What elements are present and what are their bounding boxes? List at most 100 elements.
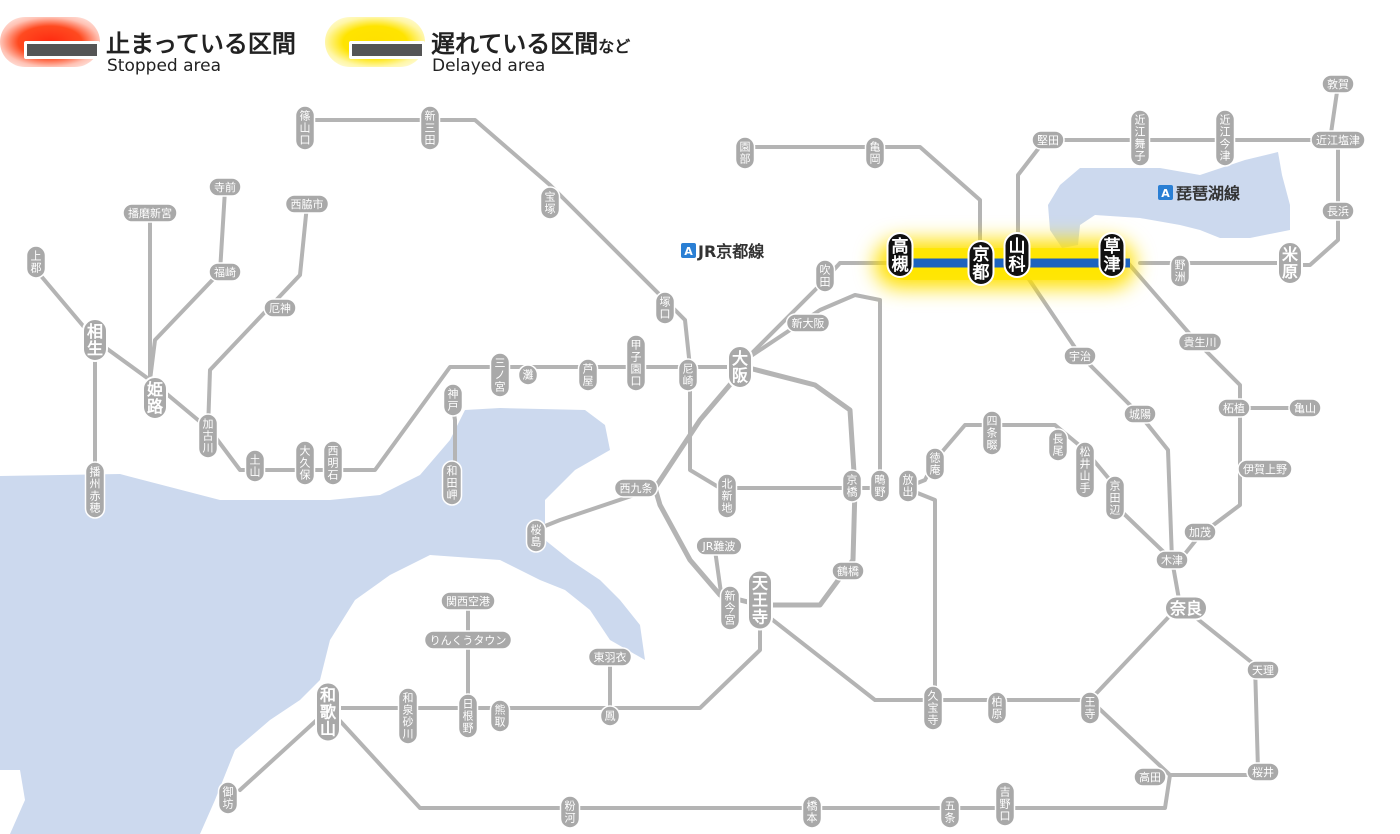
station-igaueno[interactable]: 伊賀上野 bbox=[1237, 459, 1293, 479]
station-nishiakashi[interactable]: 西明石 bbox=[322, 440, 344, 486]
station-kyoto[interactable]: 京都 bbox=[967, 240, 995, 286]
station-marker bbox=[397, 687, 419, 745]
station-yoshinoguchi[interactable]: 吉野口 bbox=[994, 781, 1016, 827]
station-label: 天理 bbox=[1252, 664, 1274, 677]
station-label: 長浜 bbox=[1327, 205, 1349, 218]
station-jrnamba[interactable]: JR難波 bbox=[695, 536, 743, 556]
station-nagao[interactable]: 長尾 bbox=[1047, 428, 1069, 462]
station-tsuge[interactable]: 柘植 bbox=[1217, 398, 1251, 418]
station-hanaten[interactable]: 放出 bbox=[897, 469, 919, 503]
station-kansaiairport[interactable]: 関西空港 bbox=[440, 591, 496, 611]
station-marker bbox=[981, 410, 1003, 456]
station-wakayama[interactable]: 和歌山 bbox=[315, 681, 341, 743]
station-amagasaki[interactable]: 尼崎 bbox=[677, 358, 699, 392]
station-shinsanda[interactable]: 新三田 bbox=[419, 105, 441, 151]
station-label: 吹田 bbox=[820, 264, 831, 289]
biwako-line-label: A 琵琶湖線 bbox=[1155, 180, 1255, 204]
station-hashimoto[interactable]: 橋本 bbox=[801, 795, 823, 829]
station-joyo[interactable]: 城陽 bbox=[1123, 404, 1157, 424]
station-kusatsu[interactable]: 草津 bbox=[1098, 232, 1126, 278]
station-tokuan[interactable]: 徳庵 bbox=[924, 447, 946, 481]
station-wadamisaki[interactable]: 和田岬 bbox=[441, 460, 463, 506]
station-tsuruhashi[interactable]: 鶴橋 bbox=[831, 561, 865, 581]
station-yamashina[interactable]: 山科 bbox=[1003, 232, 1031, 278]
station-takatsuki[interactable]: 高槻 bbox=[886, 232, 914, 278]
station-ashiya[interactable]: 芦屋 bbox=[577, 358, 599, 392]
station-omiimazu[interactable]: 近江今津 bbox=[1214, 109, 1236, 167]
station-maibara[interactable]: 米原 bbox=[1277, 241, 1303, 285]
station-himeji[interactable]: 姫路 bbox=[142, 376, 168, 420]
station-uji[interactable]: 宇治 bbox=[1063, 346, 1097, 366]
station-tenri[interactable]: 天理 bbox=[1246, 660, 1280, 680]
station-kakogawa[interactable]: 加古川 bbox=[197, 413, 219, 459]
station-label: 天王寺 bbox=[752, 574, 769, 627]
station-sasayamaguchi[interactable]: 篠山口 bbox=[294, 105, 316, 151]
station-kibukawa[interactable]: 貴生川 bbox=[1177, 332, 1223, 352]
station-kameyama[interactable]: 亀山 bbox=[1288, 398, 1322, 418]
station-kamo[interactable]: 加茂 bbox=[1183, 522, 1217, 542]
station-doyama[interactable]: 土山 bbox=[244, 449, 266, 483]
station-sakurai[interactable]: 桜井 bbox=[1246, 762, 1280, 782]
station-rinkutown[interactable]: りんくうタウン bbox=[423, 630, 513, 650]
station-banshuako[interactable]: 播州赤穂 bbox=[84, 461, 106, 519]
station-yakujin[interactable]: 厄神 bbox=[263, 298, 297, 318]
station-kumatori[interactable]: 熊取 bbox=[489, 699, 511, 733]
station-sannomiya[interactable]: 三ノ宮 bbox=[489, 352, 511, 398]
station-shinosaka[interactable]: 新大阪 bbox=[785, 313, 831, 333]
station-label: 東羽衣 bbox=[594, 650, 627, 664]
station-otori[interactable]: 鳳 bbox=[599, 705, 621, 727]
station-kobe[interactable]: 神戸 bbox=[442, 383, 464, 417]
station-yasu[interactable]: 野洲 bbox=[1169, 254, 1191, 288]
station-tennoji[interactable]: 天王寺 bbox=[747, 569, 773, 631]
station-hineno[interactable]: 日根野 bbox=[457, 693, 479, 739]
station-gobo[interactable]: 御坊 bbox=[217, 781, 239, 815]
station-label: 貴生川 bbox=[1184, 335, 1217, 349]
station-tsuruga[interactable]: 敦賀 bbox=[1321, 74, 1355, 94]
station-kizu[interactable]: 木津 bbox=[1155, 550, 1189, 570]
station-kyuhoji[interactable]: 久宝寺 bbox=[922, 685, 944, 731]
station-nishiwakishi[interactable]: 西脇市 bbox=[284, 194, 330, 214]
station-marker bbox=[1063, 346, 1097, 366]
station-shijonawate[interactable]: 四条畷 bbox=[981, 410, 1003, 456]
station-kashiwara[interactable]: 柏原 bbox=[986, 691, 1008, 725]
station-nada[interactable]: 灘 bbox=[517, 364, 539, 386]
station-omishiotsu[interactable]: 近江塩津 bbox=[1310, 130, 1366, 150]
station-suita[interactable]: 吹田 bbox=[814, 259, 836, 293]
station-katata[interactable]: 堅田 bbox=[1031, 130, 1065, 150]
station-kameoka[interactable]: 亀岡 bbox=[864, 136, 886, 170]
station-matsuiyamate[interactable]: 松井山手 bbox=[1074, 441, 1096, 499]
station-kyotanabe[interactable]: 京田辺 bbox=[1104, 475, 1126, 521]
legend-delayed-jp-main: 遅れている区間 bbox=[431, 30, 599, 58]
station-shinimamiya[interactable]: 新今宮 bbox=[719, 585, 741, 631]
station-shigino[interactable]: 鴫野 bbox=[869, 469, 891, 503]
station-sakurajima[interactable]: 桜島 bbox=[525, 519, 547, 553]
station-kyobashi[interactable]: 京橋 bbox=[841, 469, 863, 503]
station-aioi[interactable]: 相生 bbox=[82, 318, 108, 362]
station-kitashinchi[interactable]: 北新地 bbox=[716, 473, 738, 519]
station-fukusaki[interactable]: 福崎 bbox=[208, 262, 242, 282]
station-gojo[interactable]: 五条 bbox=[939, 795, 961, 829]
station-takarazuka[interactable]: 宝塚 bbox=[539, 186, 561, 220]
station-koshienguchi[interactable]: 甲子園口 bbox=[625, 334, 647, 392]
station-marker bbox=[423, 630, 513, 650]
station-okubo[interactable]: 大久保 bbox=[294, 440, 316, 486]
station-label: 和田岬 bbox=[447, 465, 458, 502]
station-nara[interactable]: 奈良 bbox=[1164, 595, 1208, 621]
station-konakawa[interactable]: 粉河 bbox=[559, 795, 581, 829]
station-osaka[interactable]: 大阪 bbox=[727, 345, 753, 389]
station-nagahama[interactable]: 長浜 bbox=[1321, 201, 1355, 221]
station-izumisunagawa[interactable]: 和泉砂川 bbox=[397, 687, 419, 745]
station-kamigori[interactable]: 上郡 bbox=[25, 245, 47, 279]
station-takada[interactable]: 高田 bbox=[1133, 767, 1167, 787]
station-marker bbox=[922, 685, 944, 731]
station-tsukaguchi[interactable]: 塚口 bbox=[654, 291, 676, 325]
station-harimashingu[interactable]: 播磨新宮 bbox=[122, 203, 178, 223]
station-label: 山科 bbox=[1009, 237, 1026, 275]
station-omimaiko[interactable]: 近江舞子 bbox=[1129, 109, 1151, 167]
station-nishikujo[interactable]: 西九条 bbox=[613, 478, 659, 498]
station-oji[interactable]: 王寺 bbox=[1079, 691, 1101, 725]
station-teramae[interactable]: 寺前 bbox=[208, 177, 242, 197]
station-sonobe[interactable]: 園部 bbox=[734, 136, 756, 170]
station-higashihagoromo[interactable]: 東羽衣 bbox=[587, 647, 633, 667]
